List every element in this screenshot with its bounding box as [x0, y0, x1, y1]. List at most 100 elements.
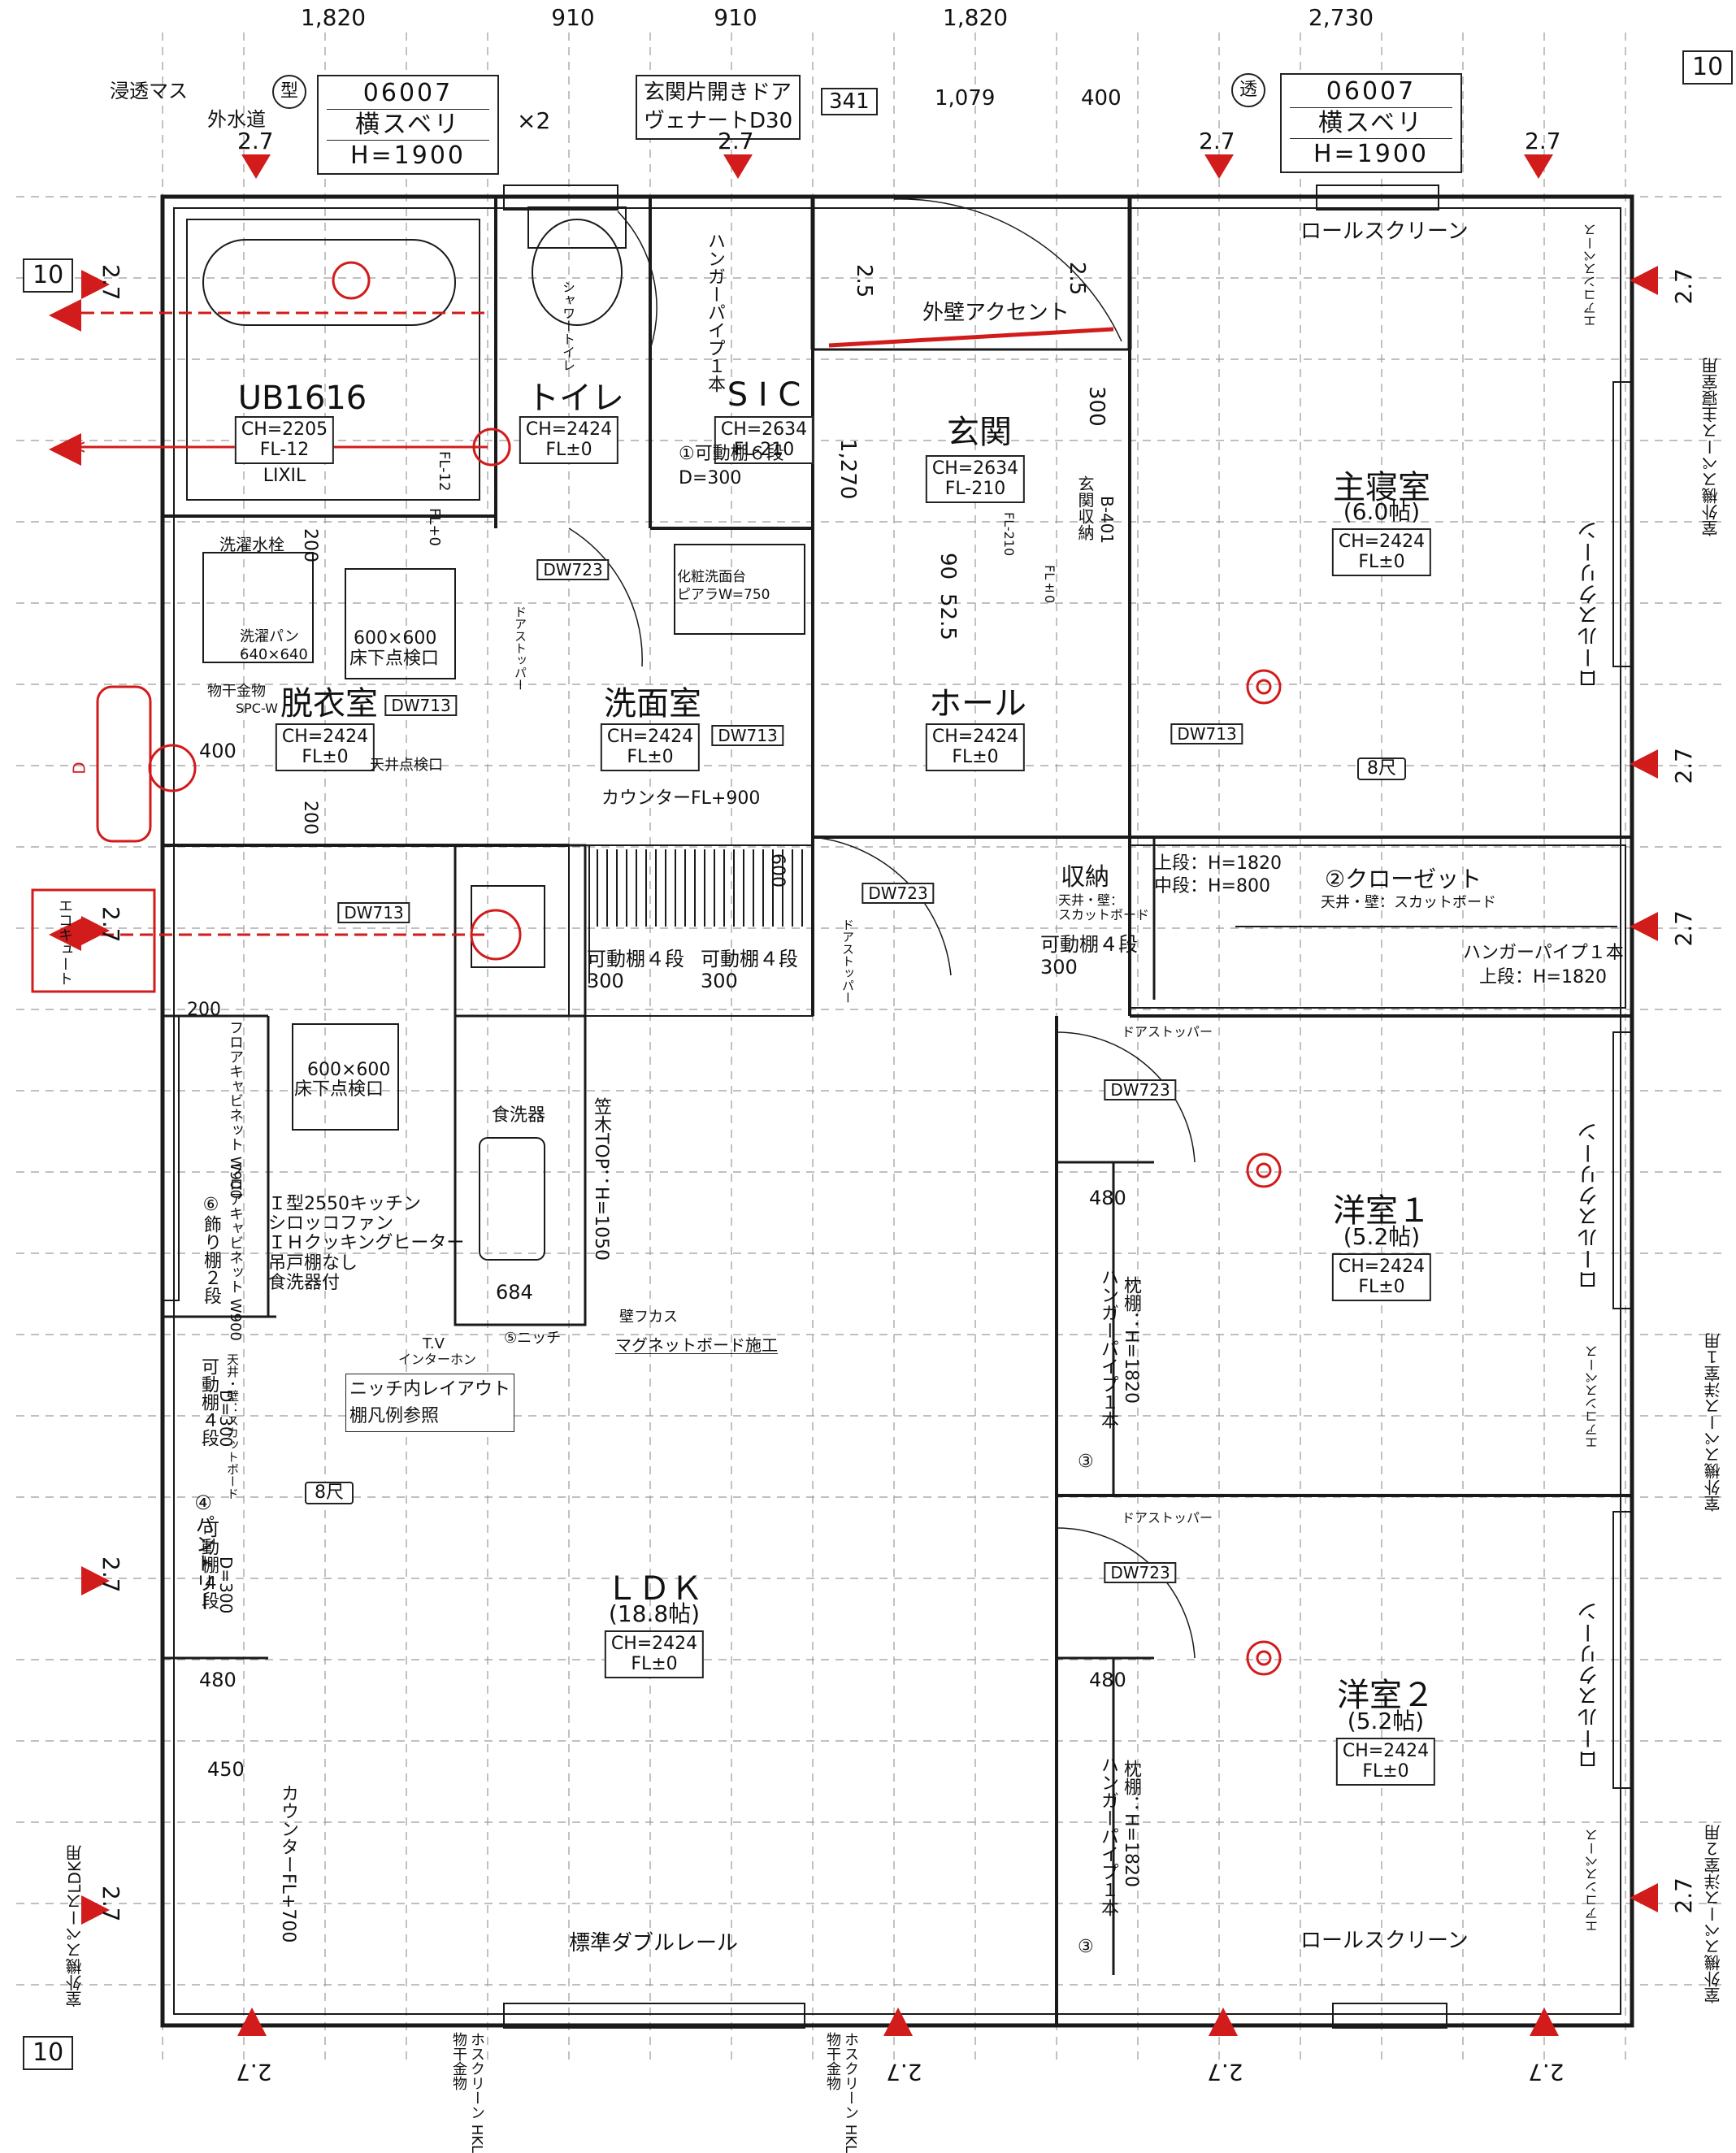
height-markers	[49, 154, 1658, 2036]
door-label-hall-bottom: DW723	[861, 883, 935, 904]
door-stopper-yo2: ドアストッパー	[1122, 1510, 1213, 1526]
entrance-door-name: 玄関片開きドア	[644, 80, 792, 105]
storage-shelf-label: 可動棚４段	[1040, 933, 1138, 956]
window-type-right: 横スベリ	[1290, 108, 1452, 139]
dim-400: 400	[199, 740, 237, 762]
dim-200-wash: 200	[300, 528, 320, 562]
door-label-yo1: DW723	[1104, 1079, 1177, 1100]
underfloor-inspect-label-1: 床下点検口	[349, 649, 440, 669]
washer-pan-size: 640×640	[240, 646, 308, 663]
window-mark-left: 型	[272, 75, 306, 109]
door-label-senmen: DW723	[536, 559, 610, 580]
room-datsui-name: 脱衣室	[280, 685, 378, 723]
room-ldk-name: ＬＤＫ	[605, 1570, 703, 1608]
door-stopper-yo1: ドアストッパー	[1122, 1024, 1213, 1040]
pantry-depth-upper: D=300	[216, 1390, 236, 1448]
washstand-model: ピアラW=750	[677, 587, 770, 603]
window-height-left: H=1900	[349, 141, 467, 170]
room-master-size: (6.0帖)	[1343, 498, 1421, 525]
grid-tag-bottom-left: 10	[23, 2036, 74, 2070]
section-marker-a: A	[68, 441, 89, 453]
counter-900-label: カウンターFL+900	[601, 788, 761, 809]
outdoor-unit-yo1: 室外機スペース洋室１用	[1703, 1333, 1723, 1512]
height-label-top-2: 2.7	[718, 128, 754, 154]
room-yo2-size: (5.2帖)	[1347, 1708, 1425, 1734]
shelf-4a-depth: 300	[587, 970, 624, 992]
yo1-hanger-pipe: ハンガーパイプ１本	[1098, 1268, 1118, 1429]
door-swings	[568, 198, 1196, 1659]
window-spec-left: 06007 横スベリ H=1900	[317, 75, 499, 175]
door-stopper-hall: ドアストッパー	[840, 918, 855, 1004]
pantry-depth-lower: D=300	[216, 1556, 236, 1614]
door-label-master: DW713	[1170, 723, 1243, 744]
yo2-shelf-height: 枕棚：H=1820	[1121, 1760, 1141, 1887]
roll-screen-yo1: ロールスクリーン	[1578, 1122, 1602, 1291]
pantry-shelf-upper: 可動棚４段	[198, 1357, 219, 1447]
top-dimension-4: 1,820	[942, 4, 1009, 31]
height-label-left-2: 2.7	[98, 906, 124, 943]
dim-52-5: 52.5	[935, 593, 960, 640]
window-code-right: 06007	[1290, 76, 1452, 108]
double-rail-label: 標準ダブルレール	[569, 1931, 739, 1955]
eight-shaku-mark-ldk: 8尺	[305, 1482, 354, 1504]
underfloor-inspect-size-2: 600×600	[307, 1060, 391, 1080]
room-yo1-name: 洋室１	[1333, 1192, 1430, 1230]
room-senmen-name: 洗面室	[604, 685, 701, 723]
dryer-rack-label: 物干金物	[207, 683, 266, 700]
dim-450: 450	[207, 1758, 245, 1781]
closet-finish: 天井・壁：スカットボード	[1321, 894, 1496, 911]
shower-toilet-label: シャワートイレ	[560, 280, 575, 371]
room-toilet-name: トイレ	[527, 380, 624, 417]
closet-hanger-height: 上段：H=1820	[1479, 967, 1607, 988]
eight-shaku-mark-master: 8尺	[1357, 757, 1406, 780]
window-code-left: 06007	[327, 78, 489, 110]
dim-200-datsui: 200	[300, 801, 320, 835]
roll-screen-yo2-bottom: ロールスクリーン	[1300, 1929, 1469, 1953]
kitchen-hood: シロッコファン	[268, 1213, 394, 1235]
niche-layout-line-2: 棚凡例参照	[349, 1406, 440, 1426]
height-label-porch-2: 2.5	[1065, 262, 1089, 296]
height-label-left-3: 2.7	[98, 1556, 124, 1593]
door-label-hall-left: DW713	[711, 725, 784, 746]
tv-label: T.V	[423, 1335, 445, 1352]
aircon-space-yo1: エアコンスペース	[1585, 1345, 1600, 1449]
ecocute-label: エコキュート	[56, 898, 73, 986]
height-label-right-1: 2.7	[1670, 268, 1697, 305]
sic-shelf-depth: D=300	[679, 468, 742, 488]
door-label-datsui: DW713	[384, 695, 458, 716]
roll-screen-yo2-side: ロールスクリーン	[1578, 1601, 1602, 1770]
sic-shelf-label: ①可動棚６段	[679, 444, 784, 464]
roll-screen-master-top: ロールスクリーン	[1300, 219, 1469, 244]
wall-cushion-label: 壁フカス	[619, 1309, 678, 1326]
grid-tag-top-right: 10	[1682, 50, 1734, 85]
storage-finish-2: スカットボード	[1058, 907, 1150, 922]
height-label-right-2: 2.7	[1670, 748, 1697, 784]
step-fl-plus0: FL+0	[426, 508, 443, 546]
niche-layout-line-1: ニッチ内レイアウト	[349, 1379, 511, 1400]
dryer-bottom-right-2: ホスクリーン HKL	[842, 2032, 859, 2153]
room-ldk-size: (18.8帖)	[608, 1600, 701, 1627]
shelf-4b-label: 可動棚４段	[701, 948, 798, 970]
top-dimension-3: 910	[714, 4, 757, 31]
floor-plan	[16, 33, 1723, 2064]
washer-tap-label: 洗濯水栓	[219, 535, 284, 554]
step-fl-minus12: FL-12	[436, 451, 453, 492]
room-ub-name: UB1616	[237, 380, 367, 417]
height-label-left-4: 2.7	[98, 1886, 124, 1922]
kitchen-spec: Ｉ型2550キッチン シロッコファン ＩＨクッキングヒーター 吊戸棚なし 食洗器…	[268, 1194, 464, 1293]
height-label-top-4: 2.7	[1525, 128, 1561, 154]
floor-cabinet-lower: フロアキャビネット W900	[227, 1162, 244, 1341]
height-label-right-4: 2.7	[1670, 1877, 1697, 1914]
room-sic-name: S I C	[727, 376, 801, 414]
height-label-bottom-4: 2.7	[1528, 2059, 1565, 2086]
module-grid	[16, 33, 1723, 2064]
top-dimension-1: 1,820	[300, 4, 367, 31]
dim-684: 684	[496, 1281, 533, 1304]
underfloor-inspect-size-1: 600×600	[354, 628, 437, 649]
height-label-top-3: 2.7	[1199, 128, 1235, 154]
